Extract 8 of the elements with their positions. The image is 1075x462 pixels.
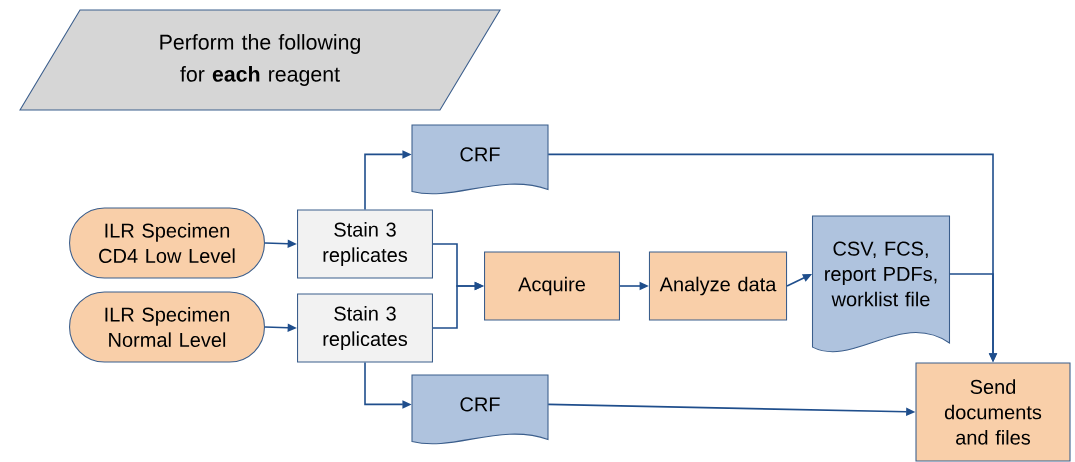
process-box: Analyze data [648,251,788,321]
banner-parallelogram: Perform the following for each reagent [19,9,501,111]
process-box: Stain 3 replicates [297,209,433,279]
terminal-box: ILR Specimen CD4 Low Level [69,207,265,279]
terminal-box: ILR Specimen Normal Level [69,291,265,363]
process-box: Acquire [484,251,620,321]
process-box: Send documents and files [915,362,1071,462]
process-box: Stain 3 replicates [297,293,433,363]
